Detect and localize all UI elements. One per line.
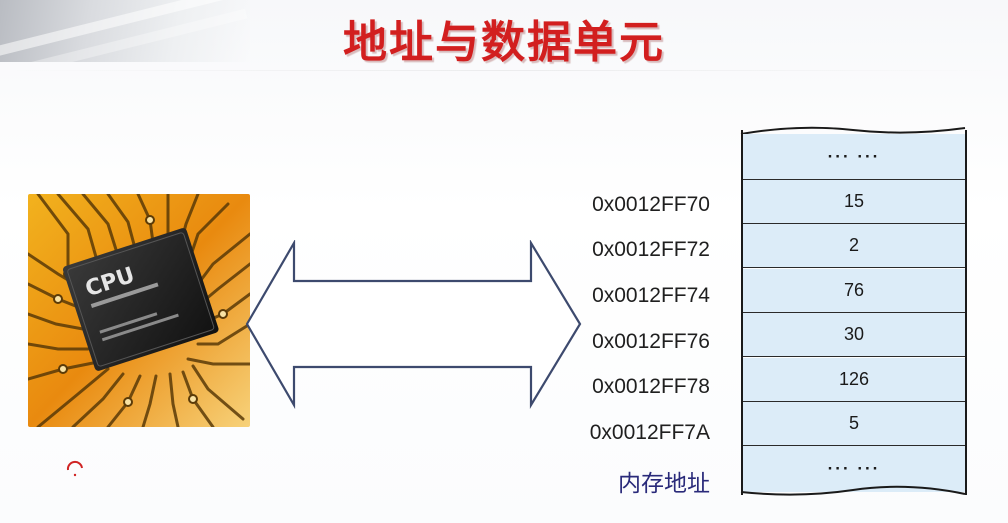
memory-cell-ellipsis-top: ··· ··· (743, 134, 965, 180)
memory-cell: 126 (743, 358, 965, 402)
memory-cell: 76 (743, 269, 965, 313)
memory-address-label: 0x0012FF78 (592, 375, 710, 398)
double-arrow-icon (245, 240, 582, 410)
slide-title: 地址与数据单元 (343, 17, 665, 68)
memory-cell: 5 (743, 402, 965, 446)
memory-bottom-edge (740, 485, 966, 496)
memory-cell-ellipsis-bottom: ··· ··· (743, 446, 965, 492)
memory-address-label: 0x0012FF70 (592, 193, 710, 216)
memory-address-caption: 内存地址 (618, 471, 710, 497)
memory-address-label: 0x0012FF7A (589, 421, 710, 444)
memory-address-label: 0x0012FF72 (592, 238, 710, 261)
memory-cell: 30 (743, 313, 965, 357)
memory-top-edge (740, 126, 966, 135)
memory-address-label: 0x0012FF76 (592, 330, 710, 353)
memory-cell: 15 (743, 180, 965, 224)
memory-column: ··· ··· 15 2 76 30 126 5 ··· ··· (741, 130, 967, 495)
title-divider (0, 70, 1008, 71)
pointer-mark-icon (66, 460, 83, 477)
memory-address-label: 0x0012FF74 (592, 284, 710, 307)
corner-decoration (0, 0, 250, 62)
memory-cell: 2 (743, 224, 965, 268)
cpu-chip-image: CPU (28, 194, 250, 427)
